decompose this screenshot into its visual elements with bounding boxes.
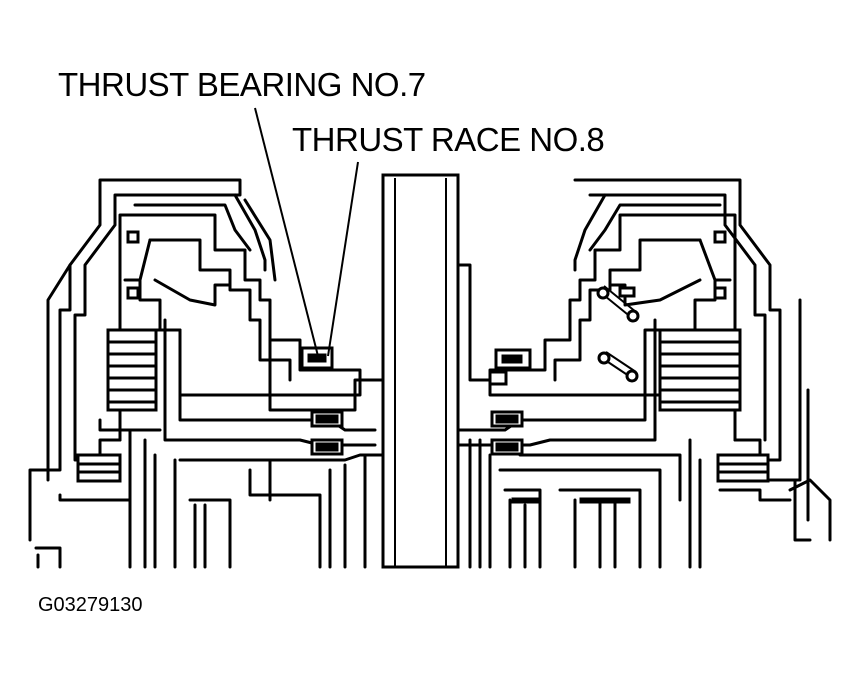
left-clutch-pack [98,318,377,447]
thrust-bearing-label: THRUST BEARING NO.7 [58,66,426,103]
right-clutch-pack [456,318,742,447]
leader-line-thrust-bearing [254,107,319,357]
center-shaft [381,173,460,569]
right-outer-housing [573,178,832,542]
left-small-gear [76,453,122,483]
right-hub-assembly [456,263,702,569]
leader-lines [254,107,359,357]
left-outer-housing [28,178,242,569]
right-clutch-drum [488,193,737,442]
left-hub-assembly [128,338,385,569]
right-return-springs [596,285,640,383]
right-small-gear [716,453,792,502]
thrust-race-label: THRUST RACE NO.8 [292,121,605,158]
leader-line-thrust-race [327,161,359,357]
figure-id: G03279130 [38,594,143,616]
